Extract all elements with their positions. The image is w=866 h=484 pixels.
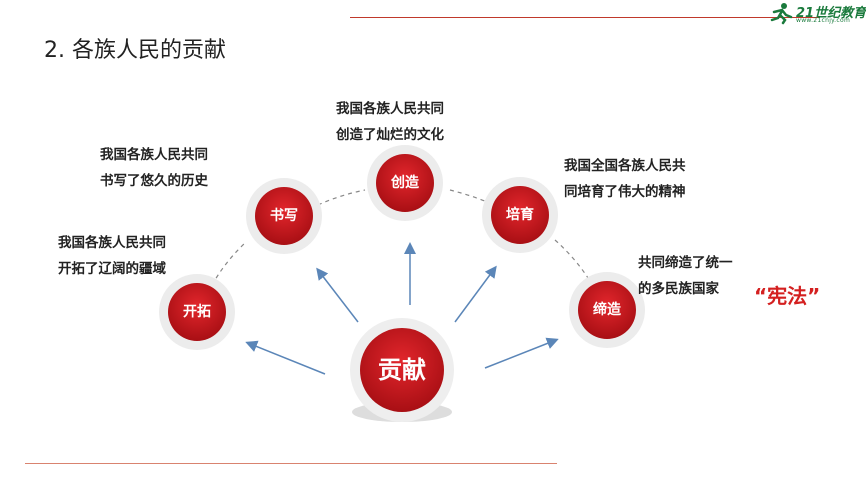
desc-line: 开拓了辽阔的疆域 — [58, 261, 166, 277]
svg-text:缔造: 缔造 — [593, 301, 621, 318]
node-chuangzao: 创造 — [367, 145, 443, 221]
desc-kaituo: 我国各族人民共同 开拓了辽阔的疆域 — [58, 230, 166, 282]
desc-diza: 共同缔造了统一 的多民族国家 — [638, 250, 733, 302]
arrows — [245, 242, 559, 375]
site-logo: 21世纪教育 www.21cnjy.com — [766, 2, 866, 25]
desc-line: 我国各族人民共同 — [100, 147, 208, 163]
desc-peiyu: 我国全国各族人民共 同培育了伟大的精神 — [564, 153, 686, 205]
center-node: 贡献 — [350, 318, 454, 422]
desc-line: 的多民族国家 — [638, 281, 719, 297]
desc-line: 我国各族人民共同 — [58, 235, 166, 251]
desc-line: 我国各族人民共同 — [336, 101, 444, 117]
svg-text:贡献: 贡献 — [378, 356, 426, 384]
arrow-to-diza — [484, 337, 559, 369]
dash-chuangzao-peiyu — [449, 189, 491, 204]
node-peiyu: 培育 — [482, 177, 558, 253]
desc-chuangzao: 我国各族人民共同 创造了灿烂的文化 — [336, 96, 444, 148]
desc-line: 同培育了伟大的精神 — [564, 184, 686, 200]
arrow-to-kaituo — [245, 340, 326, 375]
desc-line: 创造了灿烂的文化 — [336, 127, 444, 143]
svg-text:开拓: 开拓 — [183, 303, 211, 320]
desc-line: 书写了悠久的历史 — [100, 173, 208, 189]
node-diza: 缔造 — [569, 272, 645, 348]
footer-divider — [25, 463, 557, 464]
dash-shuxie-chuangzao — [317, 189, 366, 206]
desc-line: 共同缔造了统一 — [638, 255, 733, 271]
node-kaituo: 开拓 — [159, 274, 235, 350]
desc-line: 我国全国各族人民共 — [564, 158, 686, 174]
desc-shuxie: 我国各族人民共同 书写了悠久的历史 — [100, 142, 208, 194]
constitution-highlight: “宪法” — [754, 284, 821, 308]
dash-peiyu-diza — [554, 239, 589, 279]
logo-url: www.21cnjy.com — [796, 17, 851, 24]
header-divider — [350, 17, 820, 18]
page-title: 2. 各族人民的贡献 — [44, 38, 226, 63]
svg-text:培育: 培育 — [506, 206, 534, 223]
svg-text:创造: 创造 — [390, 174, 419, 191]
logo-text: 21世纪教育 — [796, 6, 866, 21]
dashed-connectors — [211, 189, 589, 286]
runner-icon — [770, 3, 793, 25]
node-shuxie: 书写 — [246, 178, 322, 254]
arrow-to-peiyu — [454, 265, 497, 323]
arrow-to-shuxie — [316, 267, 359, 323]
svg-text:书写: 书写 — [270, 207, 298, 224]
dash-kaituo-shuxie — [211, 242, 246, 286]
